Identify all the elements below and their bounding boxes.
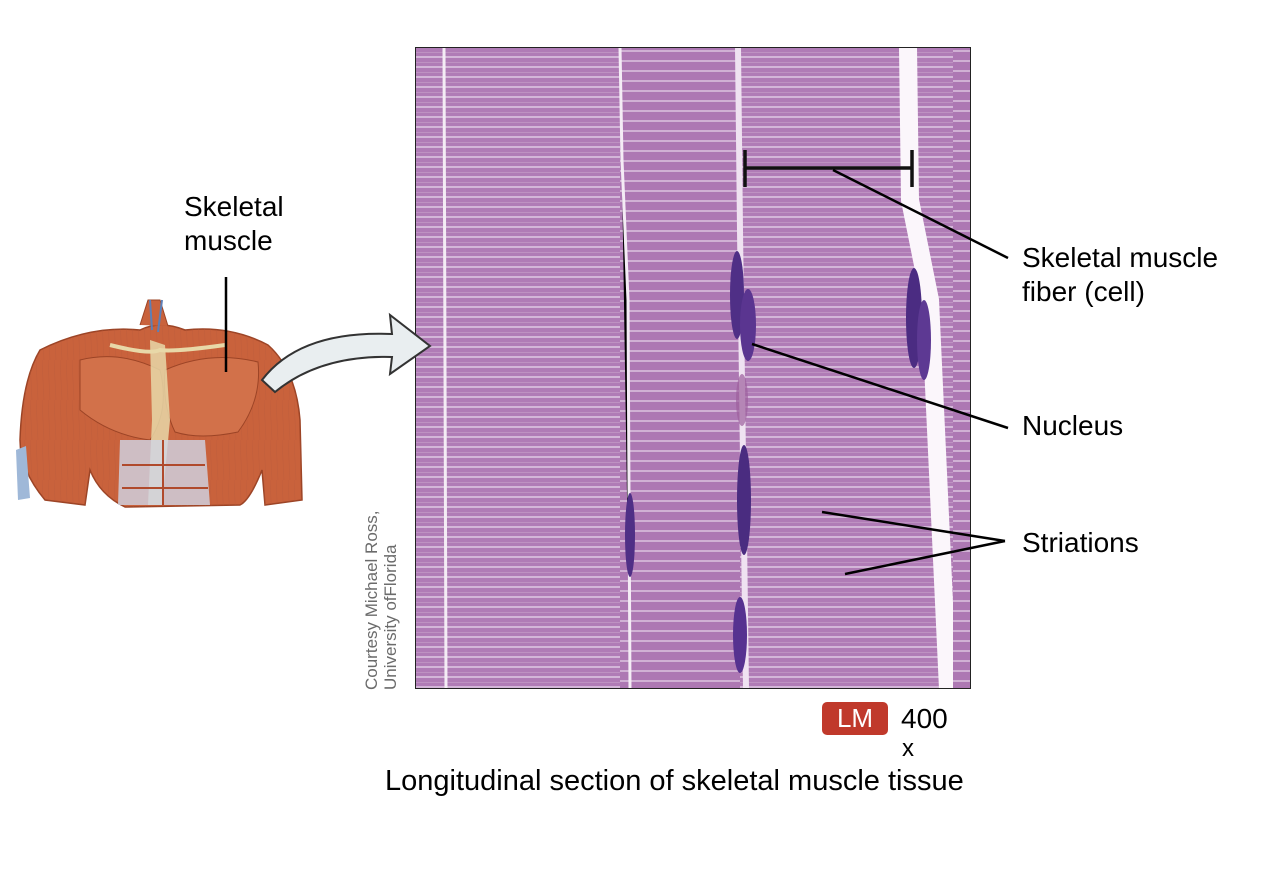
skeletal-muscle-label-line2: muscle xyxy=(184,225,273,256)
skeletal-muscle-label-line1: Skeletal xyxy=(184,191,284,222)
magnification-unit: x xyxy=(902,735,914,762)
lm-badge: LM xyxy=(822,702,888,735)
striations-label: Striations xyxy=(1022,527,1139,558)
muscle-fiber-label-line2: fiber (cell) xyxy=(1022,276,1145,307)
curved-arrow-icon xyxy=(260,312,432,394)
striations-leader xyxy=(821,510,1006,543)
fiber-border xyxy=(442,47,448,689)
skeletal-muscle-label: Skeletal muscle xyxy=(184,190,284,258)
fiber-leader xyxy=(832,168,1009,260)
figure-caption: Longitudinal section of skeletal muscle … xyxy=(385,765,964,797)
photo-credit: Courtesy Michael Ross, University ofFlor… xyxy=(362,450,400,690)
photo-credit-line2: University ofFlorida xyxy=(381,544,400,691)
nuclei xyxy=(625,251,931,673)
muscle-fiber-label-line1: Skeletal muscle xyxy=(1022,242,1219,273)
striations-leader xyxy=(844,539,1006,576)
magnification-value: 400 xyxy=(901,703,948,734)
torso-illustration xyxy=(16,299,303,508)
fiber-width-bracket xyxy=(743,150,914,187)
micrograph xyxy=(415,47,971,689)
muscle-fiber-label: Skeletal muscle fiber (cell) xyxy=(1022,241,1218,309)
photo-credit-line1: Courtesy Michael Ross, xyxy=(362,510,381,690)
nucleus-leader xyxy=(751,342,1009,430)
nucleus-label: Nucleus xyxy=(1022,410,1124,441)
